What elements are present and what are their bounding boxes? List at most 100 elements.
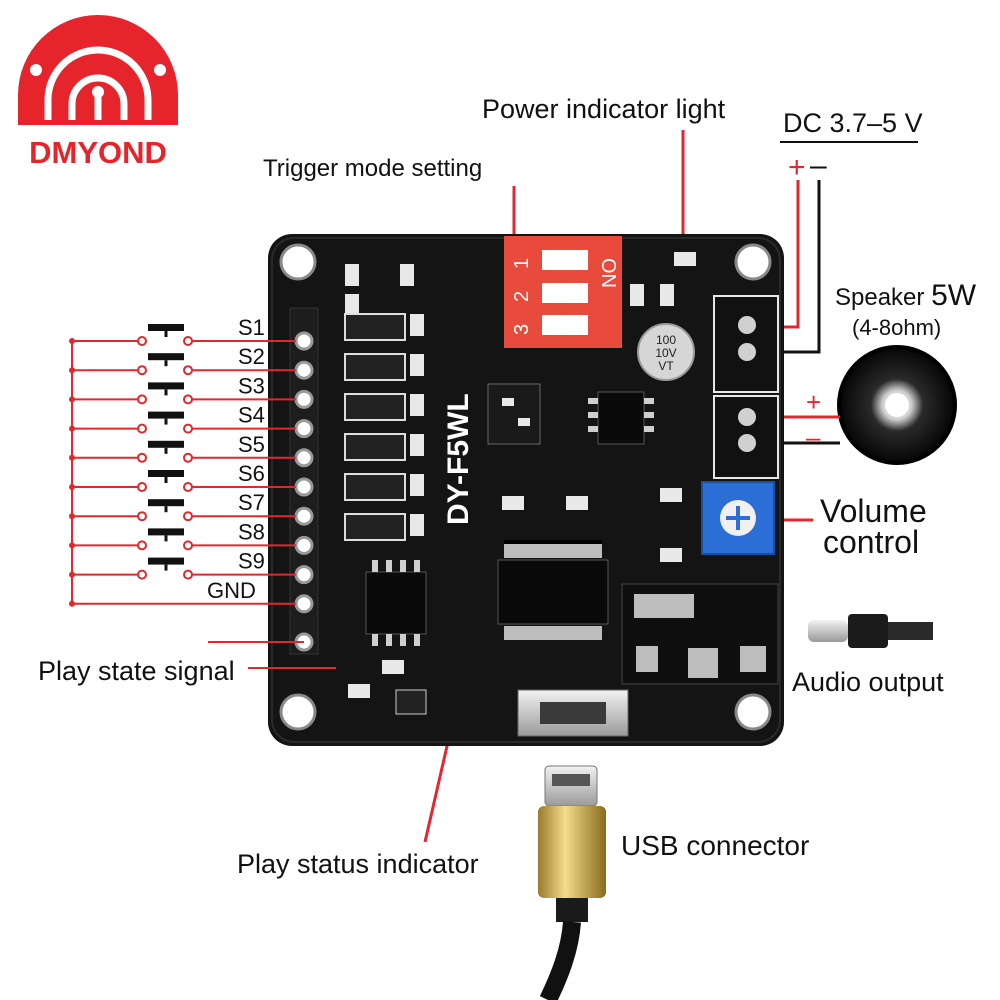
button-contact bbox=[183, 452, 193, 463]
speaker-minus-sign: – bbox=[806, 422, 821, 452]
micro-usb-port bbox=[517, 689, 629, 737]
dc-minus-sign: – bbox=[810, 149, 827, 182]
push-button-icon bbox=[148, 411, 184, 419]
mount-hole bbox=[734, 693, 772, 731]
dip-switch: 1 2 3 ON bbox=[504, 236, 622, 348]
audio-plug-icon bbox=[808, 614, 933, 648]
main-chip-pins bbox=[504, 544, 602, 640]
usb-connector-label: USB connector bbox=[621, 830, 809, 861]
pin-label-s7: S7 bbox=[238, 490, 265, 515]
pin-label-s5: S5 bbox=[238, 432, 265, 457]
bus-junction bbox=[69, 571, 75, 578]
dc-plus-sign: + bbox=[788, 151, 806, 184]
mount-hole bbox=[279, 693, 317, 731]
header-pin bbox=[294, 419, 314, 439]
dip-number: 3 bbox=[511, 324, 533, 335]
push-button-icon bbox=[148, 470, 184, 477]
button-contact bbox=[137, 336, 147, 346]
button-contact bbox=[183, 569, 193, 580]
pin-label-s9: S9 bbox=[238, 549, 265, 574]
header-pin bbox=[294, 448, 314, 468]
logo-icon: DMYOND bbox=[18, 15, 178, 170]
header-pin bbox=[294, 389, 314, 409]
button-contact bbox=[137, 569, 147, 580]
brand-name: DMYOND bbox=[29, 135, 167, 170]
push-button-icon bbox=[148, 440, 184, 448]
dc-supply-label: DC 3.7–5 V bbox=[783, 108, 923, 138]
header-pin bbox=[294, 331, 314, 351]
dip-number: 1 bbox=[511, 258, 533, 269]
push-button-icon bbox=[148, 324, 184, 331]
bus-junction bbox=[69, 454, 75, 461]
button-contact bbox=[137, 540, 147, 551]
board-model-text: DY-F5WL bbox=[442, 393, 475, 525]
audio-output-label: Audio output bbox=[792, 667, 944, 697]
header-pin bbox=[294, 506, 314, 526]
button-contact bbox=[137, 365, 147, 376]
speaker-plus-sign: + bbox=[806, 387, 821, 417]
speaker-prefix: Speaker bbox=[835, 284, 924, 311]
button-contact bbox=[137, 452, 147, 463]
button-contact bbox=[183, 365, 193, 376]
volume-potentiometer bbox=[701, 481, 775, 555]
cap-text: VT bbox=[658, 359, 674, 373]
button-contact bbox=[137, 511, 147, 522]
play-status-label: Play status indicator bbox=[237, 849, 479, 879]
bus-junction bbox=[69, 425, 75, 432]
push-button-icon bbox=[148, 382, 184, 390]
speaker-label: Speaker 5W bbox=[835, 279, 977, 312]
button-contact bbox=[183, 394, 193, 405]
power-led bbox=[674, 252, 696, 266]
cap-text: 10V bbox=[655, 346, 676, 360]
header-pin bbox=[294, 594, 314, 614]
pin-label-s4: S4 bbox=[238, 403, 265, 428]
trigger-mode-label: Trigger mode setting bbox=[263, 155, 482, 182]
pcb-board: 1 2 3 ON 100 10V VT bbox=[268, 234, 784, 746]
pin-label-s6: S6 bbox=[238, 461, 265, 486]
header-pin bbox=[294, 535, 314, 555]
mount-hole bbox=[734, 243, 772, 281]
push-button-icon bbox=[148, 528, 184, 536]
speaker-impedance: (4-8ohm) bbox=[852, 315, 941, 340]
button-contact bbox=[183, 482, 193, 492]
electrolytic-capacitor: 100 10V VT bbox=[637, 323, 695, 381]
volume-label-line2: control bbox=[823, 524, 919, 560]
dip-number: 2 bbox=[511, 291, 533, 302]
power-indicator-label: Power indicator light bbox=[482, 94, 726, 124]
bus-junction bbox=[69, 484, 75, 490]
smd-diodes bbox=[344, 264, 424, 541]
push-button-icon bbox=[148, 353, 184, 361]
bus-junction bbox=[69, 513, 75, 520]
button-contact bbox=[183, 423, 193, 434]
button-contact bbox=[137, 423, 147, 434]
button-contact bbox=[183, 511, 193, 522]
volume-label-line1: Volume bbox=[820, 493, 927, 529]
button-contact bbox=[183, 336, 193, 346]
header-pin bbox=[294, 360, 314, 380]
button-contact bbox=[183, 540, 193, 551]
pin-label-s1: S1 bbox=[238, 315, 265, 340]
bus-junction bbox=[69, 600, 75, 607]
terminal-blocks bbox=[713, 295, 779, 479]
button-contact bbox=[137, 482, 147, 492]
mount-hole bbox=[279, 243, 317, 281]
bus-junction bbox=[69, 542, 75, 549]
pin-label-s2: S2 bbox=[238, 344, 265, 369]
play-state-label: Play state signal bbox=[38, 656, 235, 686]
button-contact bbox=[137, 394, 147, 405]
dip-on-label: ON bbox=[597, 258, 619, 288]
header-pin bbox=[294, 565, 314, 585]
bus-junction bbox=[69, 396, 75, 403]
push-button-icon bbox=[148, 557, 184, 565]
chip-left bbox=[365, 560, 427, 646]
audio-jack bbox=[621, 583, 779, 685]
speaker-power: 5W bbox=[931, 279, 977, 312]
pin-label-s8: S8 bbox=[238, 519, 265, 544]
pin-label-gnd: GND bbox=[207, 578, 256, 603]
usb-cable-icon bbox=[538, 765, 606, 1000]
play-status-led-area bbox=[487, 383, 541, 445]
pin-label-s3: S3 bbox=[238, 373, 265, 398]
bus-junction bbox=[69, 367, 75, 374]
